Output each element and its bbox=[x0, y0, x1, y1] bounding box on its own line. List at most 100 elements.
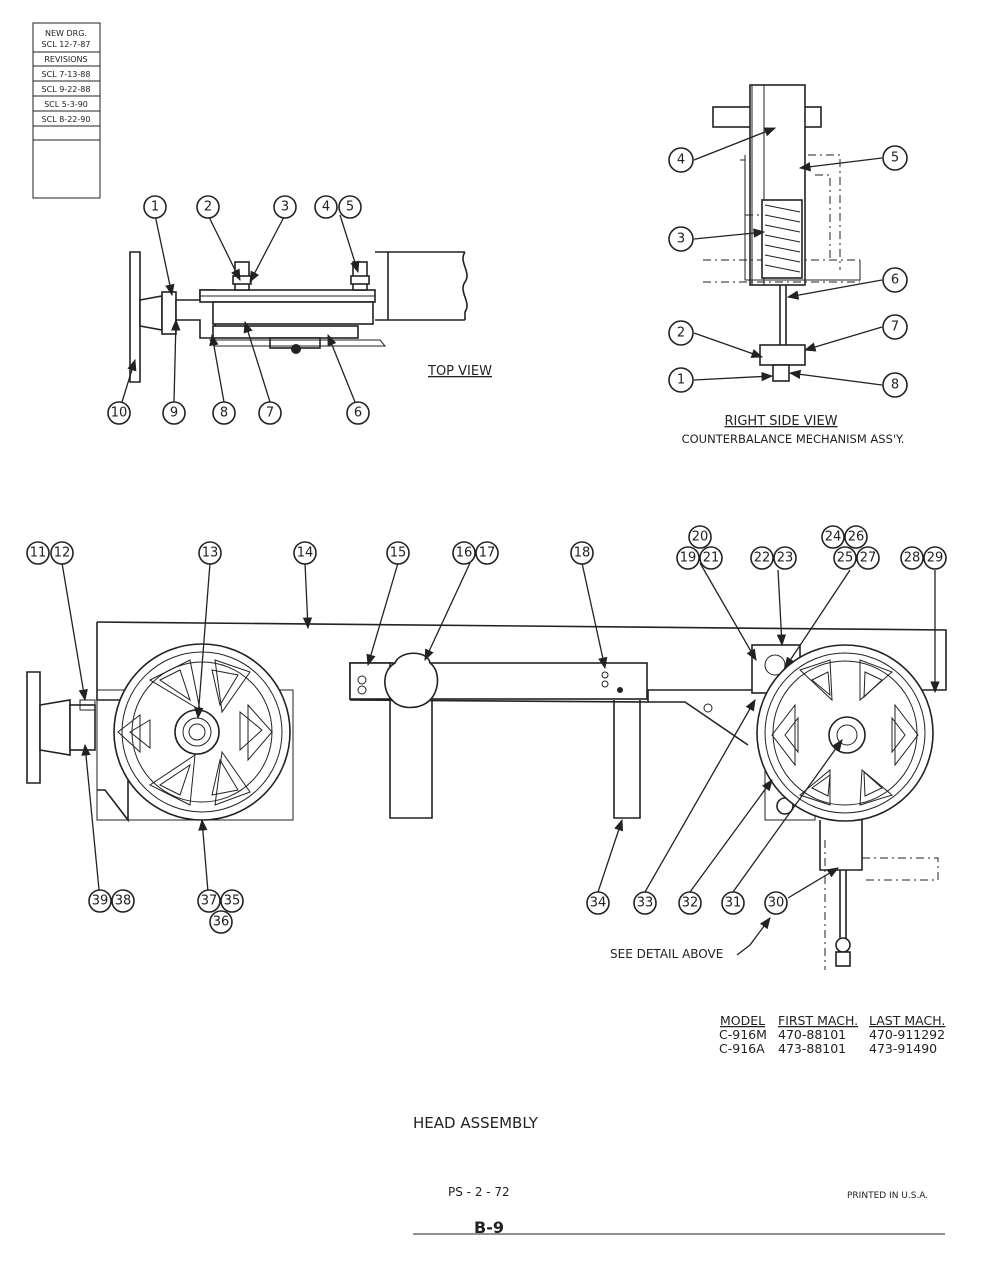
svg-text:17: 17 bbox=[479, 546, 496, 561]
svg-text:9: 9 bbox=[170, 406, 178, 421]
callout-38: 38 bbox=[111, 889, 135, 913]
revision-row: SCL 5-3-90 bbox=[44, 100, 88, 109]
svg-text:6: 6 bbox=[891, 273, 899, 288]
revision-row: SCL 8-22-90 bbox=[42, 115, 91, 124]
callout-3: 3 bbox=[273, 195, 297, 219]
svg-text:13: 13 bbox=[202, 546, 219, 561]
handwheel-shape bbox=[129, 251, 141, 383]
svg-text:15: 15 bbox=[390, 546, 407, 561]
svg-text:3: 3 bbox=[677, 232, 685, 247]
printed-note: PRINTED IN U.S.A. bbox=[847, 1191, 928, 1201]
table-cell: 470-911292 bbox=[869, 1027, 945, 1042]
svg-text:5: 5 bbox=[346, 200, 354, 215]
svg-text:16: 16 bbox=[456, 546, 473, 561]
svg-text:5: 5 bbox=[891, 151, 899, 166]
svg-text:22: 22 bbox=[754, 551, 771, 566]
callout-15: 15 bbox=[386, 541, 410, 565]
svg-text:24: 24 bbox=[825, 530, 842, 545]
revision-row: NEW DRG. bbox=[45, 29, 87, 38]
first-mach-header: FIRST MACH. bbox=[778, 1013, 858, 1028]
table-cell: C-916M bbox=[719, 1027, 767, 1042]
callout-3: 3 bbox=[668, 226, 694, 252]
callout-2: 2 bbox=[668, 320, 694, 346]
callout-9: 9 bbox=[162, 401, 186, 425]
callout-24: 24 bbox=[821, 525, 845, 549]
top-view-label: TOP VIEW bbox=[427, 364, 492, 379]
callout-4: 4 bbox=[668, 147, 694, 173]
callout-11: 11 bbox=[26, 541, 50, 565]
svg-text:32: 32 bbox=[682, 896, 699, 911]
table-cell: C-916A bbox=[719, 1041, 765, 1056]
callout-18: 18 bbox=[570, 541, 594, 565]
callout-37: 37 bbox=[197, 889, 221, 913]
table-cell: 470-88101 bbox=[778, 1027, 846, 1042]
callout-4: 4 bbox=[314, 195, 338, 219]
callout-29: 29 bbox=[923, 546, 947, 570]
revision-block: NEW DRG. SCL 12-7-87 REVISIONS SCL 7-13-… bbox=[32, 22, 101, 199]
table-cell: 473-88101 bbox=[778, 1041, 846, 1056]
callout-7: 7 bbox=[882, 314, 908, 340]
svg-text:14: 14 bbox=[297, 546, 314, 561]
model-table: MODEL FIRST MACH. LAST MACH. C-916M 470-… bbox=[719, 1013, 945, 1056]
callout-26: 26 bbox=[844, 525, 868, 549]
svg-text:31: 31 bbox=[725, 896, 742, 911]
svg-text:6: 6 bbox=[354, 406, 362, 421]
svg-text:30: 30 bbox=[768, 896, 785, 911]
svg-text:12: 12 bbox=[54, 546, 71, 561]
callout-12: 12 bbox=[50, 541, 74, 565]
callout-25: 25 bbox=[833, 546, 857, 570]
callout-28: 28 bbox=[900, 546, 924, 570]
callout-17: 17 bbox=[475, 541, 499, 565]
svg-text:21: 21 bbox=[703, 551, 720, 566]
revision-row: REVISIONS bbox=[44, 55, 87, 64]
callout-1: 1 bbox=[668, 367, 694, 393]
callout-34: 34 bbox=[586, 891, 610, 915]
callout-10: 10 bbox=[107, 401, 131, 425]
callout-14: 14 bbox=[293, 541, 317, 565]
svg-text:26: 26 bbox=[848, 530, 865, 545]
callout-5: 5 bbox=[338, 195, 362, 219]
main-assembly-view: 11 12 13 14 15 16 17 18 20 19 21 22 23 2… bbox=[26, 525, 947, 970]
callout-22: 22 bbox=[750, 546, 774, 570]
last-mach-header: LAST MACH. bbox=[869, 1013, 945, 1028]
svg-text:28: 28 bbox=[904, 551, 921, 566]
svg-text:33: 33 bbox=[637, 896, 654, 911]
svg-text:1: 1 bbox=[151, 200, 159, 215]
svg-text:37: 37 bbox=[201, 894, 218, 909]
callout-6: 6 bbox=[882, 267, 908, 293]
callout-6: 6 bbox=[346, 401, 370, 425]
callout-5: 5 bbox=[882, 145, 908, 171]
svg-text:4: 4 bbox=[677, 153, 685, 168]
callout-7: 7 bbox=[258, 401, 282, 425]
table-cell: 473-91490 bbox=[869, 1041, 937, 1056]
model-header: MODEL bbox=[720, 1013, 765, 1028]
callout-32: 32 bbox=[678, 891, 702, 915]
revision-row: SCL 12-7-87 bbox=[42, 40, 91, 49]
revision-row: SCL 7-13-88 bbox=[42, 70, 91, 79]
svg-text:11: 11 bbox=[30, 546, 47, 561]
callout-8: 8 bbox=[882, 372, 908, 398]
callout-16: 16 bbox=[452, 541, 476, 565]
callout-23: 23 bbox=[773, 546, 797, 570]
svg-text:35: 35 bbox=[224, 894, 241, 909]
svg-text:36: 36 bbox=[213, 915, 230, 930]
callout-21: 21 bbox=[699, 546, 723, 570]
svg-text:3: 3 bbox=[281, 200, 289, 215]
right-side-view-subtitle: COUNTERBALANCE MECHANISM ASS'Y. bbox=[682, 432, 905, 446]
page-number: B-9 bbox=[474, 1218, 504, 1237]
svg-text:1: 1 bbox=[677, 373, 685, 388]
svg-text:18: 18 bbox=[574, 546, 591, 561]
svg-text:25: 25 bbox=[837, 551, 854, 566]
callout-30: 30 bbox=[764, 891, 788, 915]
callout-13: 13 bbox=[198, 541, 222, 565]
svg-text:8: 8 bbox=[220, 406, 228, 421]
svg-text:27: 27 bbox=[860, 551, 877, 566]
svg-text:10: 10 bbox=[111, 406, 128, 421]
right-side-view: 4 5 3 6 2 7 1 8 RIGHT SIDE VIEW COUNTERB… bbox=[668, 84, 908, 446]
callout-2: 2 bbox=[196, 195, 220, 219]
svg-text:8: 8 bbox=[891, 378, 899, 393]
svg-text:7: 7 bbox=[891, 320, 899, 335]
svg-text:7: 7 bbox=[266, 406, 274, 421]
callout-39: 39 bbox=[88, 889, 112, 913]
